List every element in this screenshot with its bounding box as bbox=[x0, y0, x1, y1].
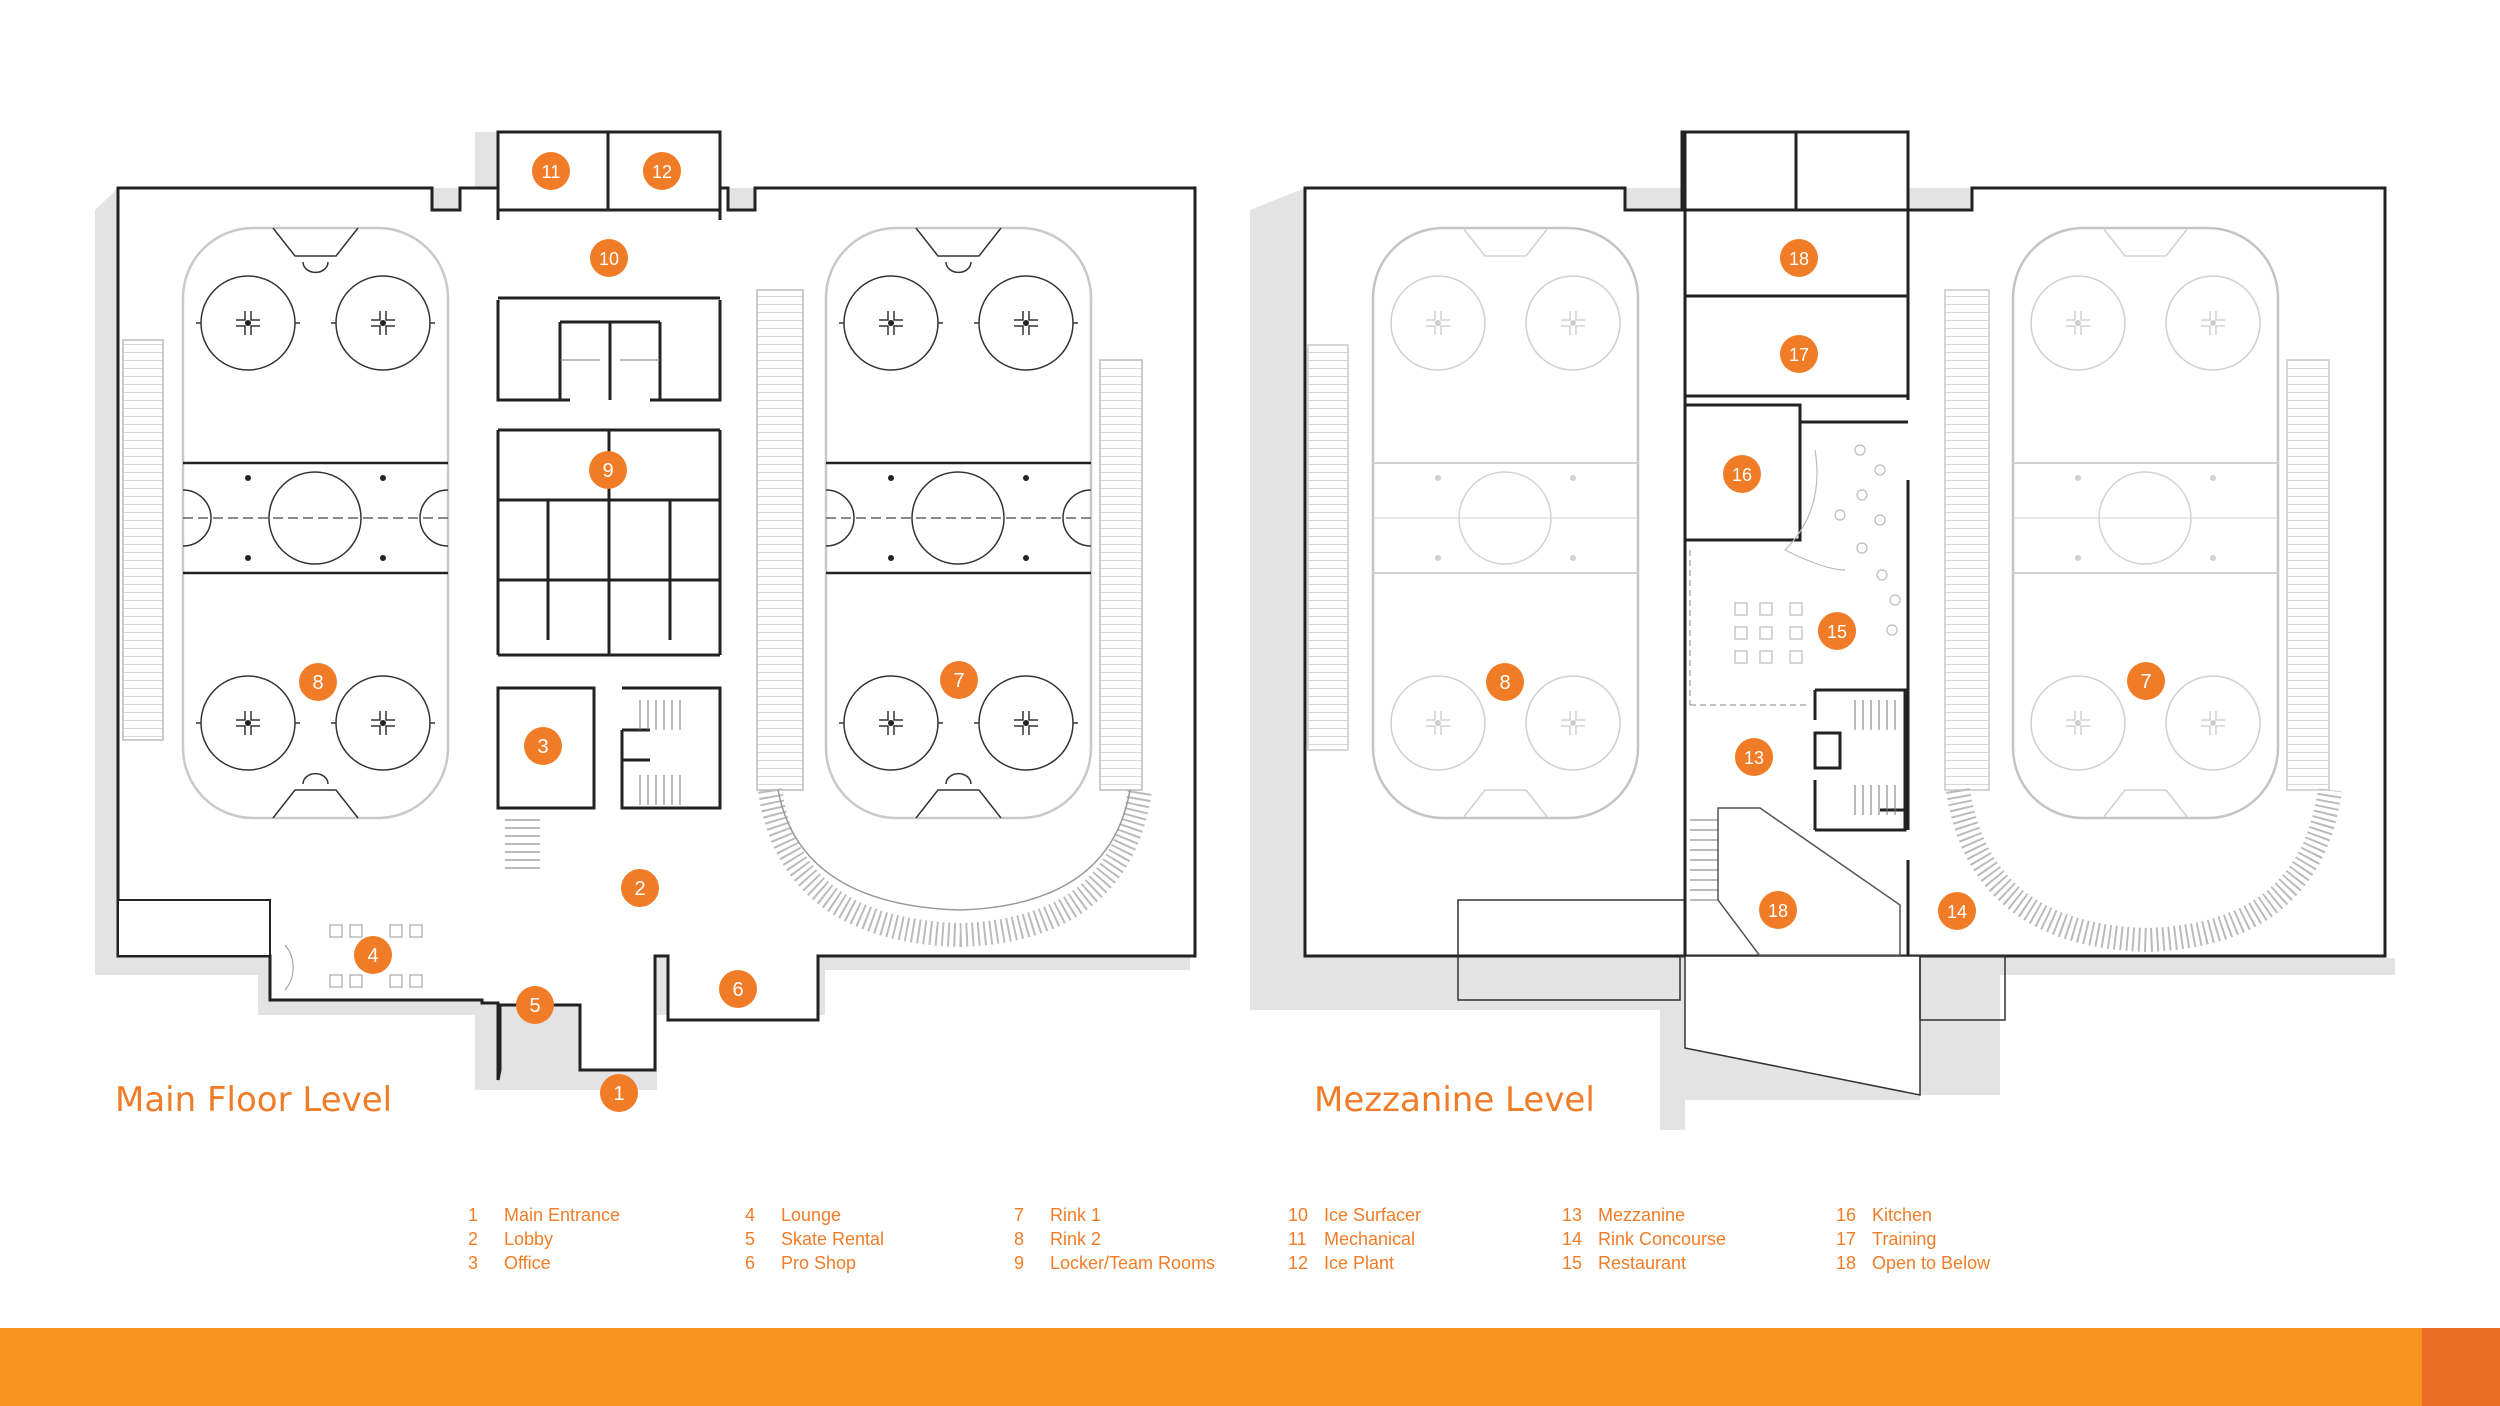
rink-7-mezz bbox=[2013, 228, 2278, 818]
marker-18-bottom: 18 bbox=[1759, 891, 1797, 929]
svg-text:3: 3 bbox=[537, 736, 548, 758]
rink-8-mezz bbox=[1373, 228, 1638, 818]
marker-5: 5 bbox=[516, 986, 554, 1024]
footer-bar bbox=[0, 1328, 2500, 1406]
svg-text:16: 16 bbox=[1732, 465, 1752, 485]
marker-6: 6 bbox=[719, 970, 757, 1008]
marker-7: 7 bbox=[940, 661, 978, 699]
svg-text:7: 7 bbox=[953, 670, 964, 692]
marker-12: 12 bbox=[643, 152, 681, 190]
rink-8-ice bbox=[183, 228, 448, 818]
marker-1: 1 bbox=[600, 1074, 638, 1112]
main-floor-title: Main Floor Level bbox=[115, 1080, 393, 1120]
marker-2: 2 bbox=[621, 869, 659, 907]
mezzanine-plan: 7 8 13 14 15 16 17 18 18 bbox=[1250, 130, 2395, 1130]
marker-14: 14 bbox=[1938, 892, 1976, 930]
marker-3: 3 bbox=[524, 727, 562, 765]
svg-text:6: 6 bbox=[732, 979, 743, 1001]
marker-18-top: 18 bbox=[1780, 239, 1818, 277]
rink-7-ice bbox=[826, 228, 1091, 818]
mezz-markers: 7 8 13 14 15 16 17 18 18 bbox=[1486, 239, 2165, 930]
floor-plans: 1 2 3 4 5 6 7 8 9 10 11 12 bbox=[95, 130, 2395, 1130]
svg-text:12: 12 bbox=[652, 162, 672, 182]
marker-15: 15 bbox=[1818, 612, 1856, 650]
svg-text:10: 10 bbox=[599, 249, 619, 269]
svg-text:1: 1 bbox=[613, 1083, 624, 1105]
svg-text:2: 2 bbox=[634, 878, 645, 900]
svg-text:13: 13 bbox=[1744, 748, 1764, 768]
svg-text:18: 18 bbox=[1789, 249, 1809, 269]
svg-text:18: 18 bbox=[1768, 901, 1788, 921]
footer-accent bbox=[2422, 1328, 2500, 1406]
marker-10: 10 bbox=[590, 239, 628, 277]
marker-8-mezz: 8 bbox=[1486, 663, 1524, 701]
svg-text:7: 7 bbox=[2140, 671, 2151, 693]
svg-text:4: 4 bbox=[367, 945, 378, 967]
main-markers: 1 2 3 4 5 6 7 8 9 10 11 12 bbox=[299, 152, 978, 1112]
marker-4: 4 bbox=[354, 936, 392, 974]
svg-text:9: 9 bbox=[602, 460, 613, 482]
marker-9: 9 bbox=[589, 451, 627, 489]
svg-text:8: 8 bbox=[312, 672, 323, 694]
marker-8: 8 bbox=[299, 663, 337, 701]
marker-16: 16 bbox=[1723, 455, 1761, 493]
svg-text:11: 11 bbox=[542, 162, 561, 182]
main-floor-plan: 1 2 3 4 5 6 7 8 9 10 11 12 bbox=[95, 130, 1197, 1112]
marker-11: 11 bbox=[532, 152, 570, 190]
marker-17: 17 bbox=[1780, 335, 1818, 373]
svg-text:14: 14 bbox=[1947, 902, 1967, 922]
marker-7-mezz: 7 bbox=[2127, 662, 2165, 700]
svg-text:15: 15 bbox=[1827, 622, 1847, 642]
svg-text:5: 5 bbox=[529, 995, 540, 1017]
svg-text:8: 8 bbox=[1499, 672, 1510, 694]
svg-text:17: 17 bbox=[1789, 345, 1809, 365]
mezzanine-title: Mezzanine Level bbox=[1314, 1080, 1595, 1120]
marker-13: 13 bbox=[1735, 738, 1773, 776]
